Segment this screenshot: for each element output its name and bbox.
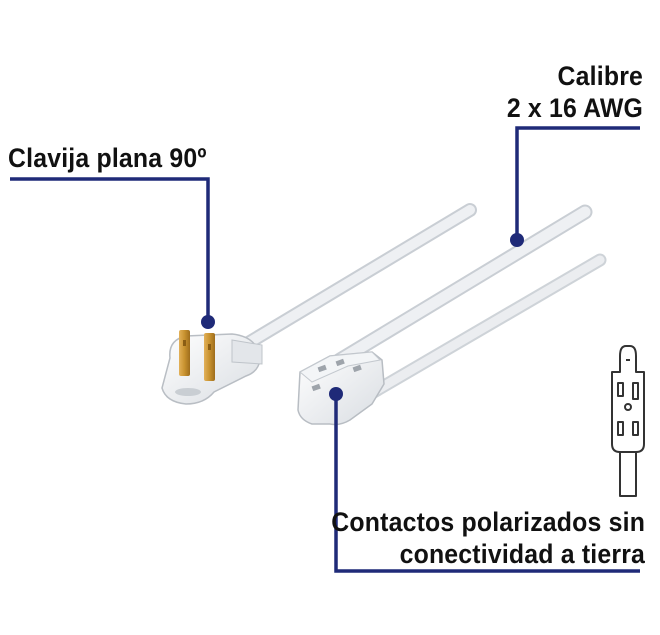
callout-contacts-line1: Contactos polarizados sin <box>331 507 645 537</box>
leader-lines <box>10 126 640 573</box>
leader-line-gauge <box>515 126 640 240</box>
polarized-plug-outline-icon <box>611 345 645 497</box>
leader-line-contacts <box>334 394 640 573</box>
callout-flat-plug: Clavija plana 90º <box>8 142 207 174</box>
leader-line-plug <box>10 177 210 322</box>
extension-cord-photo <box>238 203 607 407</box>
callout-flat-plug-text: Clavija plana 90º <box>8 143 207 173</box>
plug-prong-right <box>204 333 215 381</box>
callout-gauge-line1: Calibre <box>557 61 643 91</box>
callout-contacts: Contactos polarizados sin conectividad a… <box>331 506 645 570</box>
callout-gauge-line2: 2 x 16 AWG <box>506 93 643 123</box>
flat-plug-photo <box>161 330 263 405</box>
callout-gauge: Calibre 2 x 16 AWG <box>507 60 643 124</box>
plug-prong-left <box>179 330 190 376</box>
callout-contacts-line2: conectividad a tierra <box>399 539 645 569</box>
leader-dot-plug <box>201 315 215 329</box>
outlet-box-photo <box>297 351 385 426</box>
leader-dot-gauge <box>510 233 524 247</box>
leader-dot-contacts <box>329 387 343 401</box>
